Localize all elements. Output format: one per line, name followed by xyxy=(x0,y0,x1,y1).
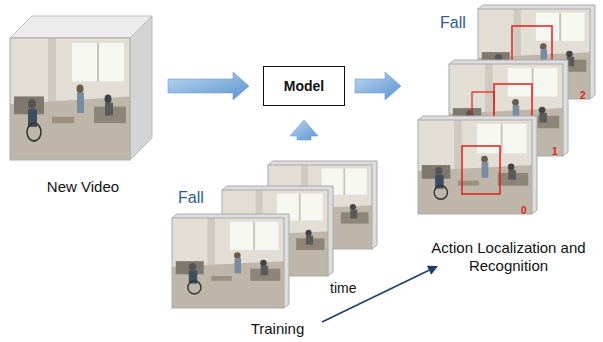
frame-number: 1 xyxy=(552,146,558,157)
time-arrow xyxy=(322,270,429,322)
class-label: Fall xyxy=(178,188,204,207)
frame-border xyxy=(418,120,532,214)
block-arrow xyxy=(290,120,318,140)
video-frame xyxy=(10,38,130,160)
time-arrowhead xyxy=(427,266,438,275)
frame-border xyxy=(10,38,130,160)
result-frame xyxy=(418,120,532,214)
label-anchor: 2 xyxy=(580,85,586,103)
output-frames: FallAction Localization and Recognition xyxy=(415,5,602,275)
training-set: FallTraining xyxy=(170,150,385,338)
node-caption: Action Localization and Recognition xyxy=(421,239,597,275)
class-label: Fall xyxy=(440,13,466,32)
axis-label: time xyxy=(330,280,356,296)
frame-depth xyxy=(418,116,537,214)
node-label: Model xyxy=(284,78,324,95)
cube-top xyxy=(10,16,152,38)
detection-box xyxy=(462,146,500,194)
cube-side xyxy=(130,16,152,160)
video-input: New Video xyxy=(8,12,158,196)
frame-number: 2 xyxy=(580,90,586,101)
block-arrow xyxy=(168,72,249,100)
label-anchor: 0 xyxy=(521,200,527,218)
model-box: Model xyxy=(263,66,345,106)
label-anchor: time xyxy=(330,279,356,297)
frame-depth xyxy=(172,214,289,308)
node-label: New Video xyxy=(47,178,119,196)
block-arrow xyxy=(355,72,401,100)
frame-border xyxy=(172,218,284,308)
node-caption: Training xyxy=(251,320,305,338)
frame-number: 0 xyxy=(521,205,527,216)
training-frame xyxy=(172,218,284,308)
label-anchor: 1 xyxy=(552,141,558,159)
